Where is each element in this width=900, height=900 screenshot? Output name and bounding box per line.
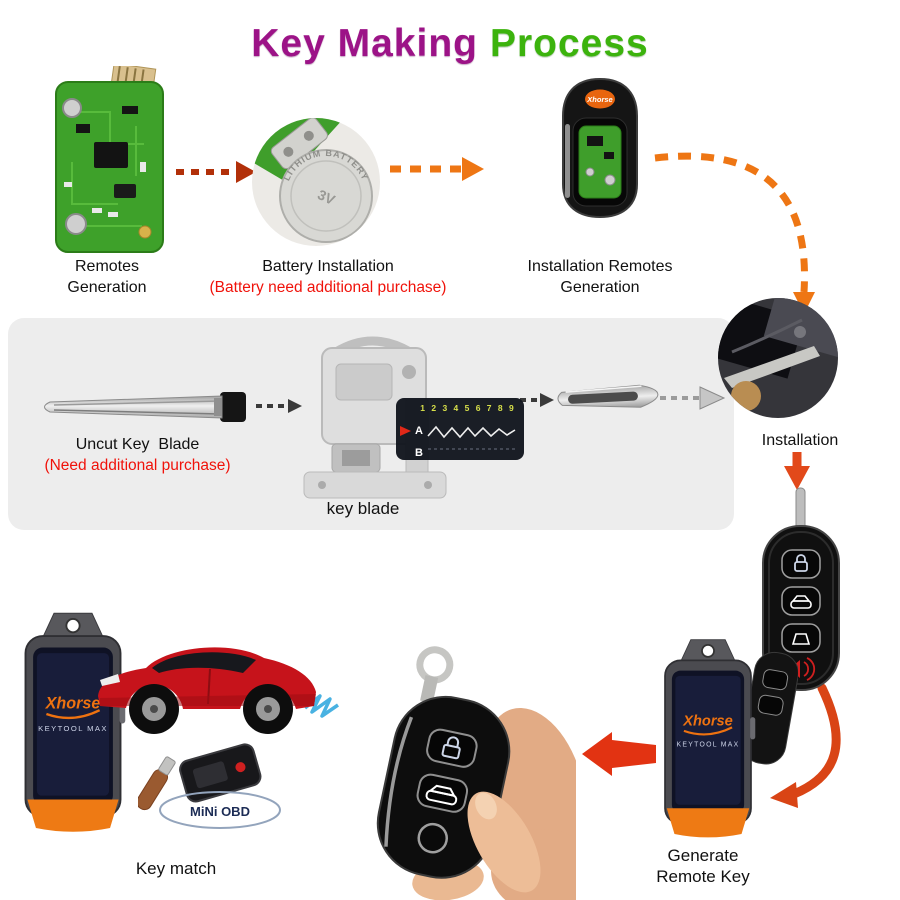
blade-connector-icon — [220, 392, 246, 422]
hatch-button-icon — [781, 623, 821, 653]
coin-battery-icon — [279, 149, 373, 243]
label-line: Battery Installation — [262, 258, 394, 275]
cutting-depth-chart-overlay: 1 2 3 4 5 6 7 8 9 A B — [396, 398, 524, 460]
label-key-match: Key match — [106, 858, 246, 879]
label-line: Installation Remotes — [527, 258, 673, 275]
title-part1: Key Making — [251, 22, 478, 65]
arrow-installation-down-icon — [784, 452, 810, 490]
arrow-cutblade-to-installation-icon — [660, 386, 726, 410]
label-line: Installation — [761, 432, 839, 449]
xhorse-logo-text: Xhorse — [586, 95, 612, 104]
battery-clip-icon — [270, 118, 328, 170]
label-installation: Installation — [735, 430, 865, 451]
keyfob-open-illustration: Xhorse — [562, 77, 638, 219]
label-generate-remote-key: Generate Remote Key — [623, 845, 783, 887]
arrow-generate-to-keymatch-icon — [582, 732, 656, 776]
arrow-pcb-to-battery-icon — [176, 161, 256, 183]
mini-obd-device-icon — [179, 743, 262, 803]
trunk-button-icon — [781, 586, 821, 616]
arrow-flipkey-to-generate-curved-icon — [770, 683, 841, 808]
red-car-illustration — [98, 647, 316, 734]
installation-photo — [718, 298, 838, 418]
label-line: Generate — [667, 846, 739, 865]
depth-numbers-text: 1 2 3 4 5 6 7 8 9 — [420, 403, 515, 413]
lock-button-icon — [781, 549, 821, 579]
hanging-hole-icon — [701, 644, 715, 658]
label-installation-remotes: Installation Remotes Generation — [490, 256, 710, 298]
uncut-key-blade-illustration — [44, 392, 246, 422]
label-line: key blade — [326, 499, 400, 518]
xhorse-screen-logo-text: Xhorse — [682, 714, 733, 730]
mini-obd-group: MiNi OBD — [138, 743, 281, 829]
page-title: Key Making Process — [0, 22, 900, 66]
arrow-fob-to-installation-curved-icon — [654, 152, 815, 314]
row-b-label: B — [415, 447, 423, 459]
device-screen — [36, 653, 110, 796]
arrow-battery-to-fob-icon — [390, 157, 484, 181]
hand-holding-key-illustration — [376, 646, 576, 900]
label-note-red: (Need additional purchase) — [44, 457, 231, 474]
wireless-lightning-icon — [303, 694, 339, 718]
folded-blade-edge-icon — [565, 124, 570, 198]
battery-voltage-text: 3V — [315, 186, 338, 208]
flip-key-behind-device-icon — [741, 651, 798, 765]
keytool-max-device-generate: Xhorse KEYTOOL MAX — [664, 639, 756, 838]
battery-installation-photo: LITHIUM BATTERY 3V — [252, 118, 380, 246]
label-remotes-generation: Remotes Generation — [27, 256, 187, 298]
keytool-model-text: KEYTOOL MAX — [677, 741, 740, 748]
depth-pointer-icon — [400, 426, 411, 436]
arrow-chart-to-cutblade-icon — [520, 393, 554, 407]
title-part2: Process — [489, 22, 649, 65]
label-line: Remote Key — [656, 867, 750, 886]
hanging-hole-icon — [65, 618, 81, 634]
obd-plug-tool-icon — [138, 756, 176, 811]
mini-obd-label: MiNi OBD — [190, 804, 250, 819]
pcb-remote-illustration — [55, 66, 164, 253]
label-note-red: (Battery need additional purchase) — [209, 279, 447, 296]
arrow-blade-to-machine-icon — [256, 399, 302, 413]
row-a-label: A — [415, 425, 423, 437]
keytool-model-text: KEYTOOL MAX — [38, 724, 108, 733]
label-line: Generation — [560, 279, 640, 296]
label-line: Uncut Key Blade — [75, 436, 200, 453]
label-battery-installation: Battery Installation (Battery need addit… — [183, 256, 473, 298]
xhorse-screen-logo-text: Xhorse — [45, 694, 101, 712]
label-line: Generation — [67, 279, 147, 296]
label-line: Remotes — [74, 258, 140, 275]
headlight-icon — [100, 674, 120, 686]
keytool-max-device-keymatch: Xhorse KEYTOOL MAX — [24, 612, 126, 832]
orange-base-icon — [27, 799, 119, 832]
device-screen — [675, 675, 741, 805]
cut-key-blade-illustration — [557, 384, 659, 408]
xhorse-logo-badge — [585, 89, 615, 109]
thumbnail-icon — [475, 792, 497, 820]
label-line: Key match — [135, 859, 217, 878]
label-uncut-key-blade: Uncut Key Blade (Need additional purchas… — [15, 434, 260, 476]
label-key-blade: key blade — [298, 498, 428, 519]
orange-base-icon — [666, 808, 750, 838]
car-windows-icon — [152, 652, 256, 673]
